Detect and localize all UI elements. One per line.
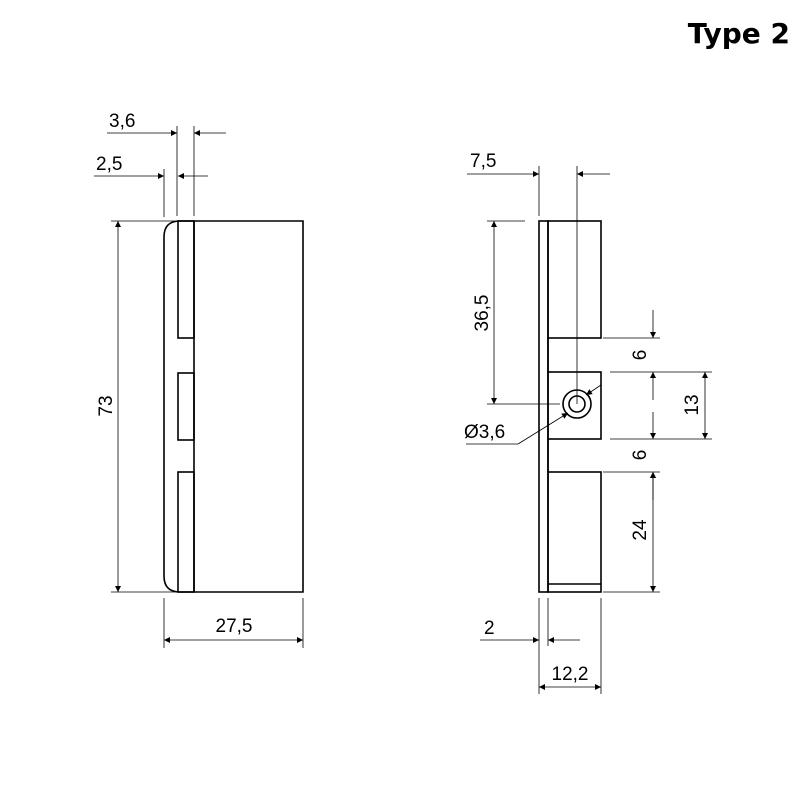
- right-view: 7,5 36,5 Ø3,6 6 13: [464, 151, 712, 694]
- dimension-13: 13: [610, 372, 712, 440]
- dim-text-6-bottom: 6: [630, 450, 651, 461]
- slot-middle: [177, 372, 195, 441]
- dimension-3-6: 3,6: [107, 111, 226, 216]
- dimension-24: 24: [603, 472, 660, 593]
- drawing-title: Type 2: [687, 17, 790, 50]
- dim-text-3-6: 3,6: [109, 111, 135, 132]
- dimension-6-top: 6: [603, 310, 712, 400]
- right-view-back-plate: [538, 220, 549, 593]
- dim-text-73: 73: [96, 395, 117, 416]
- dimension-73: 73: [96, 220, 178, 593]
- slot-bottom: [177, 471, 195, 593]
- dimension-36-5: 36,5: [472, 220, 560, 405]
- dim-text-2-5: 2,5: [96, 154, 122, 175]
- dim-text-2: 2: [484, 618, 495, 639]
- dim-text-36-5: 36,5: [472, 295, 493, 332]
- left-view: 3,6 2,5 73 27,5: [94, 111, 304, 648]
- dim-text-hole-diameter: Ø3,6: [464, 422, 505, 443]
- dimension-2: 2: [480, 598, 580, 694]
- right-view-upper-block: [547, 220, 602, 339]
- dim-text-13: 13: [682, 394, 703, 415]
- dimension-6-bottom: 6: [603, 412, 660, 500]
- dim-text-7-5: 7,5: [470, 151, 496, 172]
- right-view-center-block: [547, 371, 602, 440]
- dimension-2-5: 2,5: [94, 154, 208, 217]
- dim-text-6-top: 6: [630, 350, 651, 361]
- right-view-lower-block: [547, 471, 602, 593]
- slot-top: [177, 220, 195, 339]
- dimension-7-5: 7,5: [467, 151, 610, 216]
- dim-text-27-5: 27,5: [216, 616, 253, 637]
- dimension-12-2: 12,2: [539, 598, 602, 694]
- dim-text-12-2: 12,2: [552, 664, 589, 685]
- dim-text-24: 24: [630, 519, 651, 541]
- left-view-outline: [163, 220, 304, 593]
- dimension-27-5: 27,5: [163, 598, 304, 648]
- dimension-hole-diameter: Ø3,6: [464, 384, 602, 445]
